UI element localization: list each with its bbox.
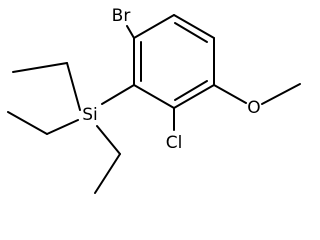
bond-ch2-ch3-lower	[94, 153, 121, 194]
bond-si-ch2-left	[46, 119, 79, 135]
bond-ch2-ch3-upper	[12, 62, 68, 73]
ethyl-group-upper	[12, 62, 81, 111]
ring-bond-c1-c2	[133, 14, 175, 39]
ring-double-bond-c4-c5	[174, 80, 208, 101]
benzene-ring	[133, 14, 215, 109]
ring-bond-c2-c3	[173, 14, 215, 39]
bond-c6-si	[101, 84, 135, 105]
structure-canvas: Br Si Cl O	[7, 6, 301, 194]
bond-o-methyl	[261, 83, 301, 105]
bond-ch2-ch3-left	[7, 111, 48, 135]
molecule-structure: Br Si Cl O	[7, 6, 301, 194]
bond-si-ch2-upper	[66, 62, 81, 111]
atom-label-o: O	[247, 98, 260, 118]
ring-bond-c5-c6	[133, 84, 175, 109]
ethyl-group-lower	[94, 125, 121, 194]
atom-label-si: Si	[82, 105, 98, 125]
bond-c1-br	[126, 25, 135, 39]
ring-bond-c4-c5	[173, 84, 215, 109]
ethyl-group-left	[7, 111, 79, 135]
atom-label-cl: Cl	[166, 133, 183, 153]
atom-label-br: Br	[112, 6, 131, 26]
ring-double-bond-c2-c3	[174, 22, 208, 43]
bond-si-ch2-lower	[96, 125, 121, 155]
bond-c4-o	[213, 84, 247, 104]
